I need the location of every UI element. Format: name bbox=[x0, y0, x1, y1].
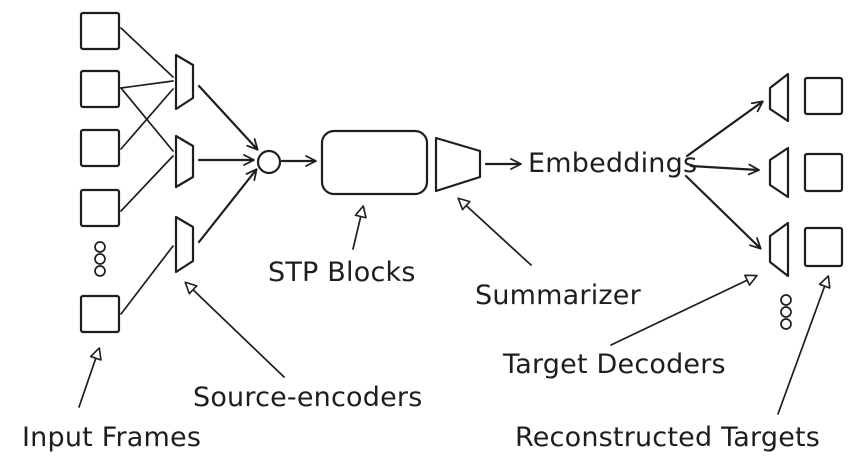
source-encoder bbox=[174, 53, 195, 111]
ellipsis-dot bbox=[780, 306, 792, 318]
source-encoder bbox=[174, 134, 195, 189]
ellipsis-dot bbox=[94, 265, 106, 277]
label-embeddings: Embeddings bbox=[528, 148, 697, 179]
input-frame bbox=[79, 11, 121, 51]
source-encoder bbox=[174, 215, 195, 274]
label-target-decoders: Target Decoders bbox=[502, 349, 726, 380]
ellipsis-dot bbox=[94, 241, 106, 253]
target-decoder bbox=[768, 146, 790, 199]
label-summarizer: Summarizer bbox=[475, 280, 642, 311]
label-pointer-arrows bbox=[78, 197, 831, 415]
reconstructed-target bbox=[803, 152, 844, 193]
source-encoders bbox=[174, 53, 195, 274]
target-decoders bbox=[768, 72, 790, 278]
stp-blocks-box bbox=[320, 129, 429, 196]
label-stp-blocks: STP Blocks bbox=[268, 257, 416, 288]
reconstructed-targets bbox=[780, 76, 844, 330]
ellipsis-dot bbox=[780, 318, 792, 330]
input-frame bbox=[79, 188, 121, 228]
label-input-frames: Input Frames bbox=[22, 422, 201, 453]
reconstructed-target bbox=[803, 226, 844, 268]
reconstructed-target bbox=[803, 76, 844, 116]
encoder-to-node-arrows bbox=[197, 84, 259, 244]
target-decoder bbox=[768, 72, 790, 123]
frame-encoder-connections bbox=[120, 27, 174, 315]
input-frame bbox=[79, 69, 121, 109]
ellipsis-dot bbox=[780, 294, 792, 306]
label-source-encoders: Source-encoders bbox=[193, 382, 422, 413]
summarizer-block bbox=[434, 136, 482, 193]
embeddings-to-decoder-arrows bbox=[684, 100, 764, 250]
target-decoder bbox=[768, 221, 790, 278]
input-frames bbox=[79, 11, 121, 334]
input-frame bbox=[79, 294, 121, 334]
input-frame bbox=[79, 128, 121, 168]
aggregation-node bbox=[256, 149, 282, 175]
ellipsis-dot bbox=[94, 253, 106, 265]
label-reconstructed-targets: Reconstructed Targets bbox=[515, 422, 820, 453]
